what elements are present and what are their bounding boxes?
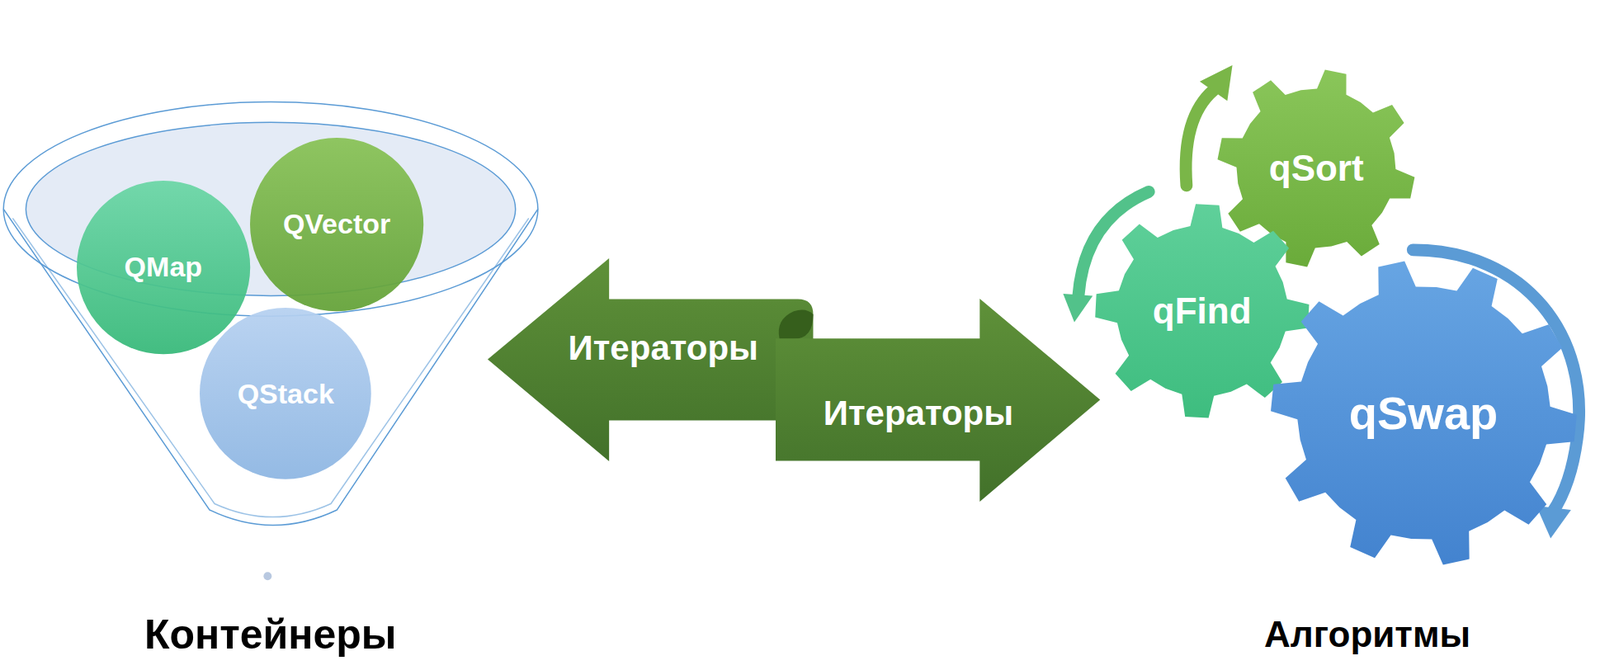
arrow-head [1062,293,1093,323]
algorithm-gear: qSwap [1270,259,1577,567]
circle-fill [199,307,372,480]
container-circle: QStack [199,307,372,480]
gear-fill [1217,70,1416,268]
circle-fill [250,137,424,312]
arrow-curl [778,309,814,339]
arrow-head [1536,505,1572,539]
cycle-arrow [1185,89,1214,186]
gear-fill [1270,261,1577,566]
node-label: qFind [1152,291,1252,331]
arrow-body [487,258,813,462]
section-caption: Контейнеры [144,612,397,658]
arrow-head [1199,65,1233,101]
container-circle: QVector [250,137,424,312]
node-label: qSwap [1349,387,1498,439]
container-circle: QMap [76,180,251,354]
section-caption: Алгоритмы [1264,614,1471,655]
dot [263,571,272,581]
node-label: QStack [237,378,335,410]
node-label: QMap [124,251,203,283]
iterator-arrow: Итераторы [487,258,813,462]
iterator-arrow: Итераторы [775,298,1100,502]
node-label: QVector [283,208,391,240]
funnel [3,102,539,526]
node-label: Итераторы [823,394,1014,433]
node-label: Итераторы [568,329,759,368]
node-label: qSort [1269,148,1365,189]
arrow-body [775,298,1100,502]
algorithm-gear: qSort [1217,69,1416,268]
circle-fill [76,180,251,354]
